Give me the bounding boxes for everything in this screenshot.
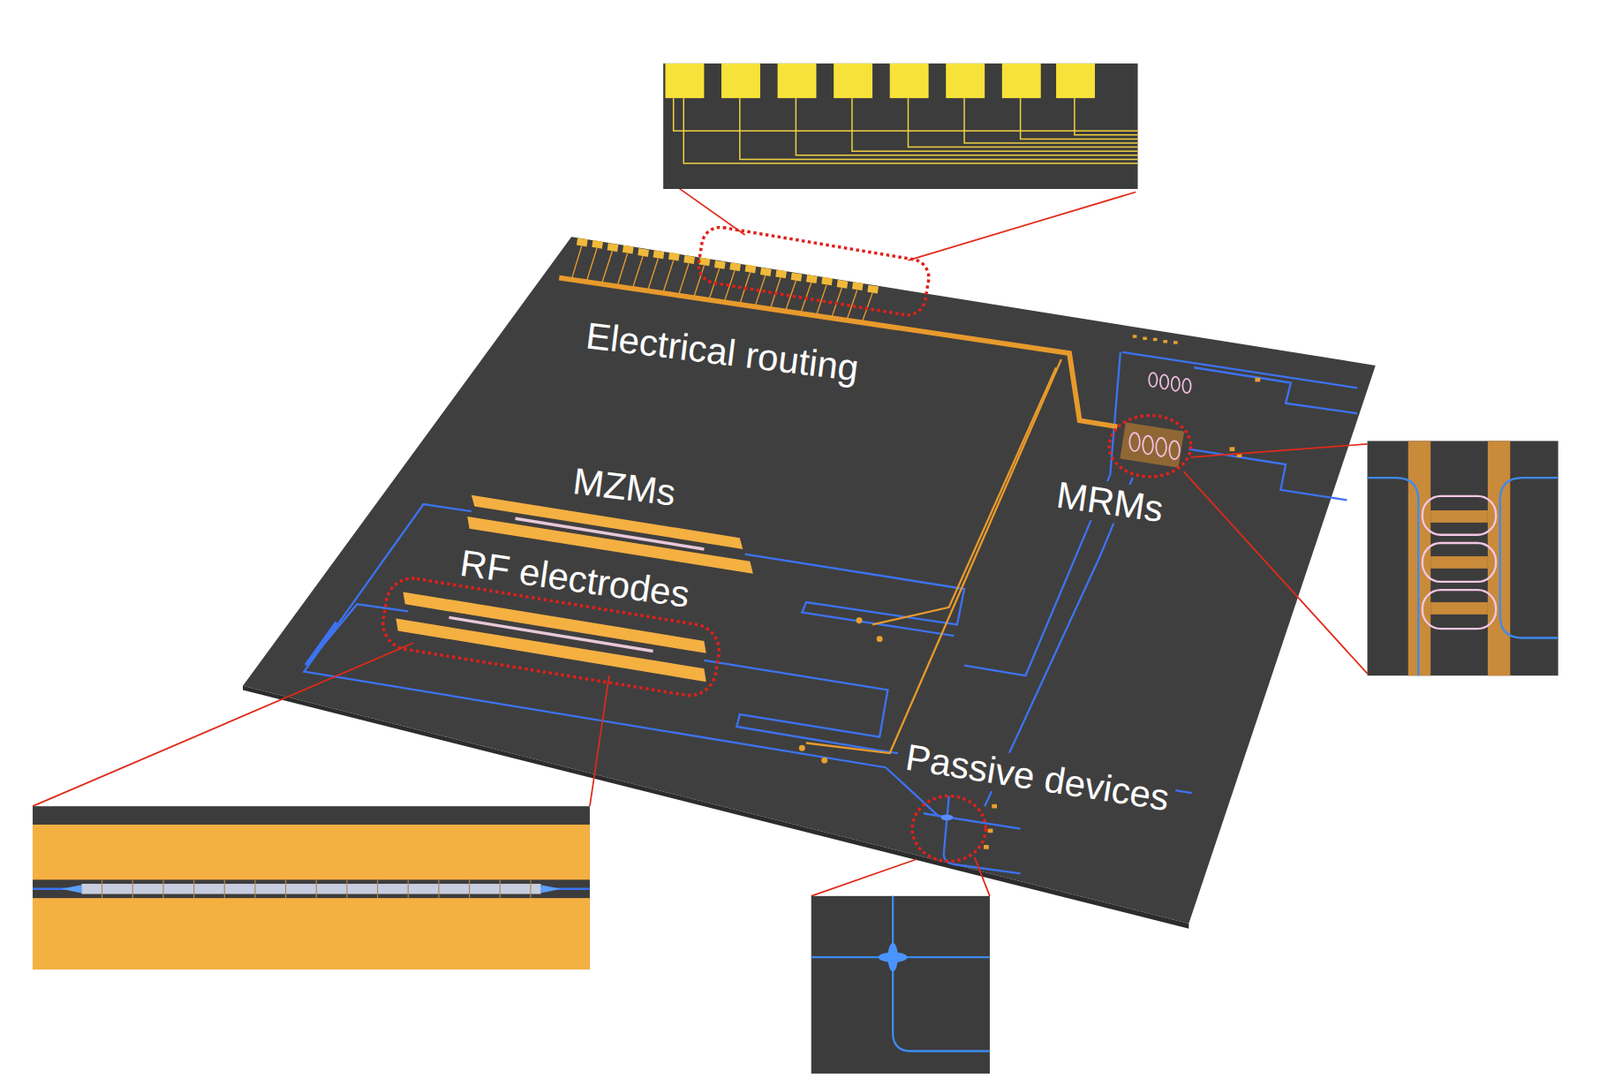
waveguide [303,504,939,817]
leader-line [32,642,414,807]
inset-panel [811,896,990,1074]
mzm-electrodes [395,495,753,682]
inset-electrodes [32,806,590,970]
heater-pad [799,745,806,752]
inset-crossing [811,896,990,1074]
small-pad [991,804,997,809]
inset-crossing-blob [887,943,899,972]
inset-panel [1367,440,1559,676]
inset-panel [663,63,1138,189]
small-pad [1230,446,1236,452]
small-pad [1142,337,1148,340]
leader-line [1184,471,1368,674]
inset-pad [890,63,929,99]
waveguide [703,660,899,754]
inset-pad [721,63,761,99]
highlight-ellipse [912,796,986,862]
highlight-outlines [378,224,1191,861]
part-label: MZMs [565,460,683,515]
inset-waveguide [1367,477,1419,676]
leader-line [678,188,745,235]
heater-pad [821,757,828,764]
ring [1171,377,1180,392]
small-pad [1132,334,1138,338]
leader-line [1191,444,1368,458]
ring [1148,372,1157,387]
inset-pads [663,63,1138,189]
heater-pad [856,617,863,624]
inset-pad [664,63,704,99]
waveguide [1188,449,1347,501]
ring [1160,374,1169,389]
inset-waveguide [1500,477,1559,638]
inset-pad [1002,63,1042,99]
part-label: MRMs [1049,474,1171,531]
inset-electrode [1430,510,1488,523]
waveguide-taper [306,622,338,666]
ring [1169,440,1180,460]
leader-lines [32,188,1368,897]
inset-traces [673,98,1139,164]
leader-line [907,191,1136,260]
mzm-waveguide [515,518,705,550]
small-pads [799,334,1261,849]
inset-electrode [1430,602,1488,615]
inset-electrode-fingers [102,879,531,899]
ring [1142,436,1154,455]
part-label: RF electrodes [452,542,697,617]
small-pad [988,829,994,834]
part-label: Electrical routing [578,314,867,390]
inset-pad-row [664,63,1095,99]
inset-pad [833,63,873,99]
inset-segmented-waveguide [81,883,541,895]
inset-pad [777,63,817,99]
leader-line [811,859,917,897]
inset-electrode [32,898,590,970]
waveguide [745,554,965,636]
inset-waveguide [811,896,990,1052]
waveguides [303,352,1358,875]
small-pad [1173,340,1178,344]
waveguide [1193,367,1358,414]
highlight-box [695,224,932,318]
inset-ring-group [1422,496,1496,629]
inset-bus [1367,477,1559,676]
heater-pad [876,635,884,642]
inset-panel [32,806,590,970]
small-pad [1153,338,1158,341]
inset-ring [1422,589,1496,629]
ring [1155,437,1167,457]
mrm-electrode [1119,422,1185,468]
inset-electrode [1430,556,1488,569]
small-pad [983,845,989,850]
routing-wire [806,359,1062,754]
part-label: Passive devices [898,736,1178,821]
small-pad [1254,377,1261,383]
leader-line [589,675,610,807]
ring [1182,378,1191,393]
highlight-ellipse [1109,415,1191,477]
inset-electrode [32,824,590,880]
inset-ring [1422,543,1496,582]
waveguide-crossing [940,814,953,821]
waveguide [943,796,1021,875]
routing-wire [872,367,1057,625]
ring [1129,432,1140,452]
inset-pad [1056,63,1095,99]
mzm-waveguide [448,617,653,651]
inset-rings [1367,440,1559,676]
inset-ring [1422,496,1496,536]
inset-pad [945,63,985,99]
small-pad [1162,339,1168,343]
waveguide [923,813,1021,829]
leader-line [974,857,990,897]
waveguide [1122,352,1358,388]
